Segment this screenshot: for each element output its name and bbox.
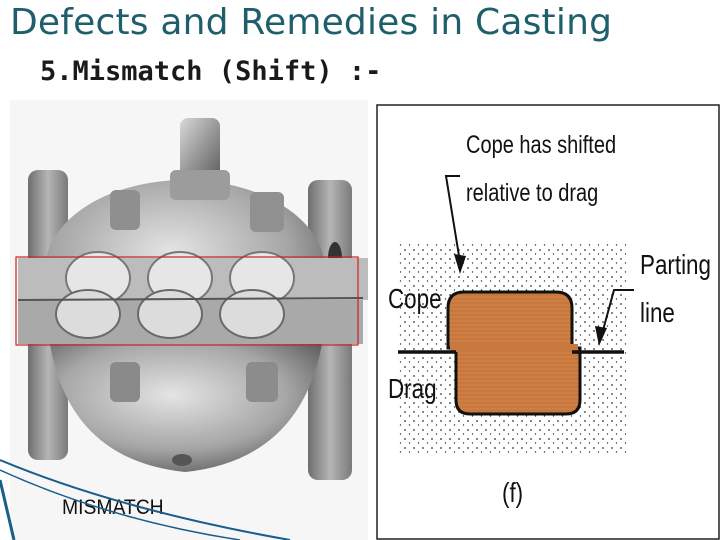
parting-line-label-line1: Parting — [640, 249, 711, 280]
cope-label: Cope — [388, 283, 442, 314]
cope-shift-annotation-line2: relative to drag — [466, 179, 599, 207]
slide-subtitle: 5.Mismatch (Shift) :- — [40, 56, 382, 87]
mismatch-diagram: Cope has shifted relative to drag Cope D… — [376, 104, 720, 540]
parting-line-label-line2: line — [640, 297, 675, 328]
slide-title: Defects and Remedies in Casting — [10, 2, 613, 43]
slide-accent-decoration — [0, 459, 291, 540]
drag-label: Drag — [388, 373, 437, 404]
cope-shift-annotation-line1: Cope has shifted — [466, 131, 617, 159]
mismatch-photo-label: MISMATCH — [62, 496, 164, 519]
figure-tag: (f) — [502, 477, 524, 508]
mismatch-casting-photo — [10, 100, 368, 540]
